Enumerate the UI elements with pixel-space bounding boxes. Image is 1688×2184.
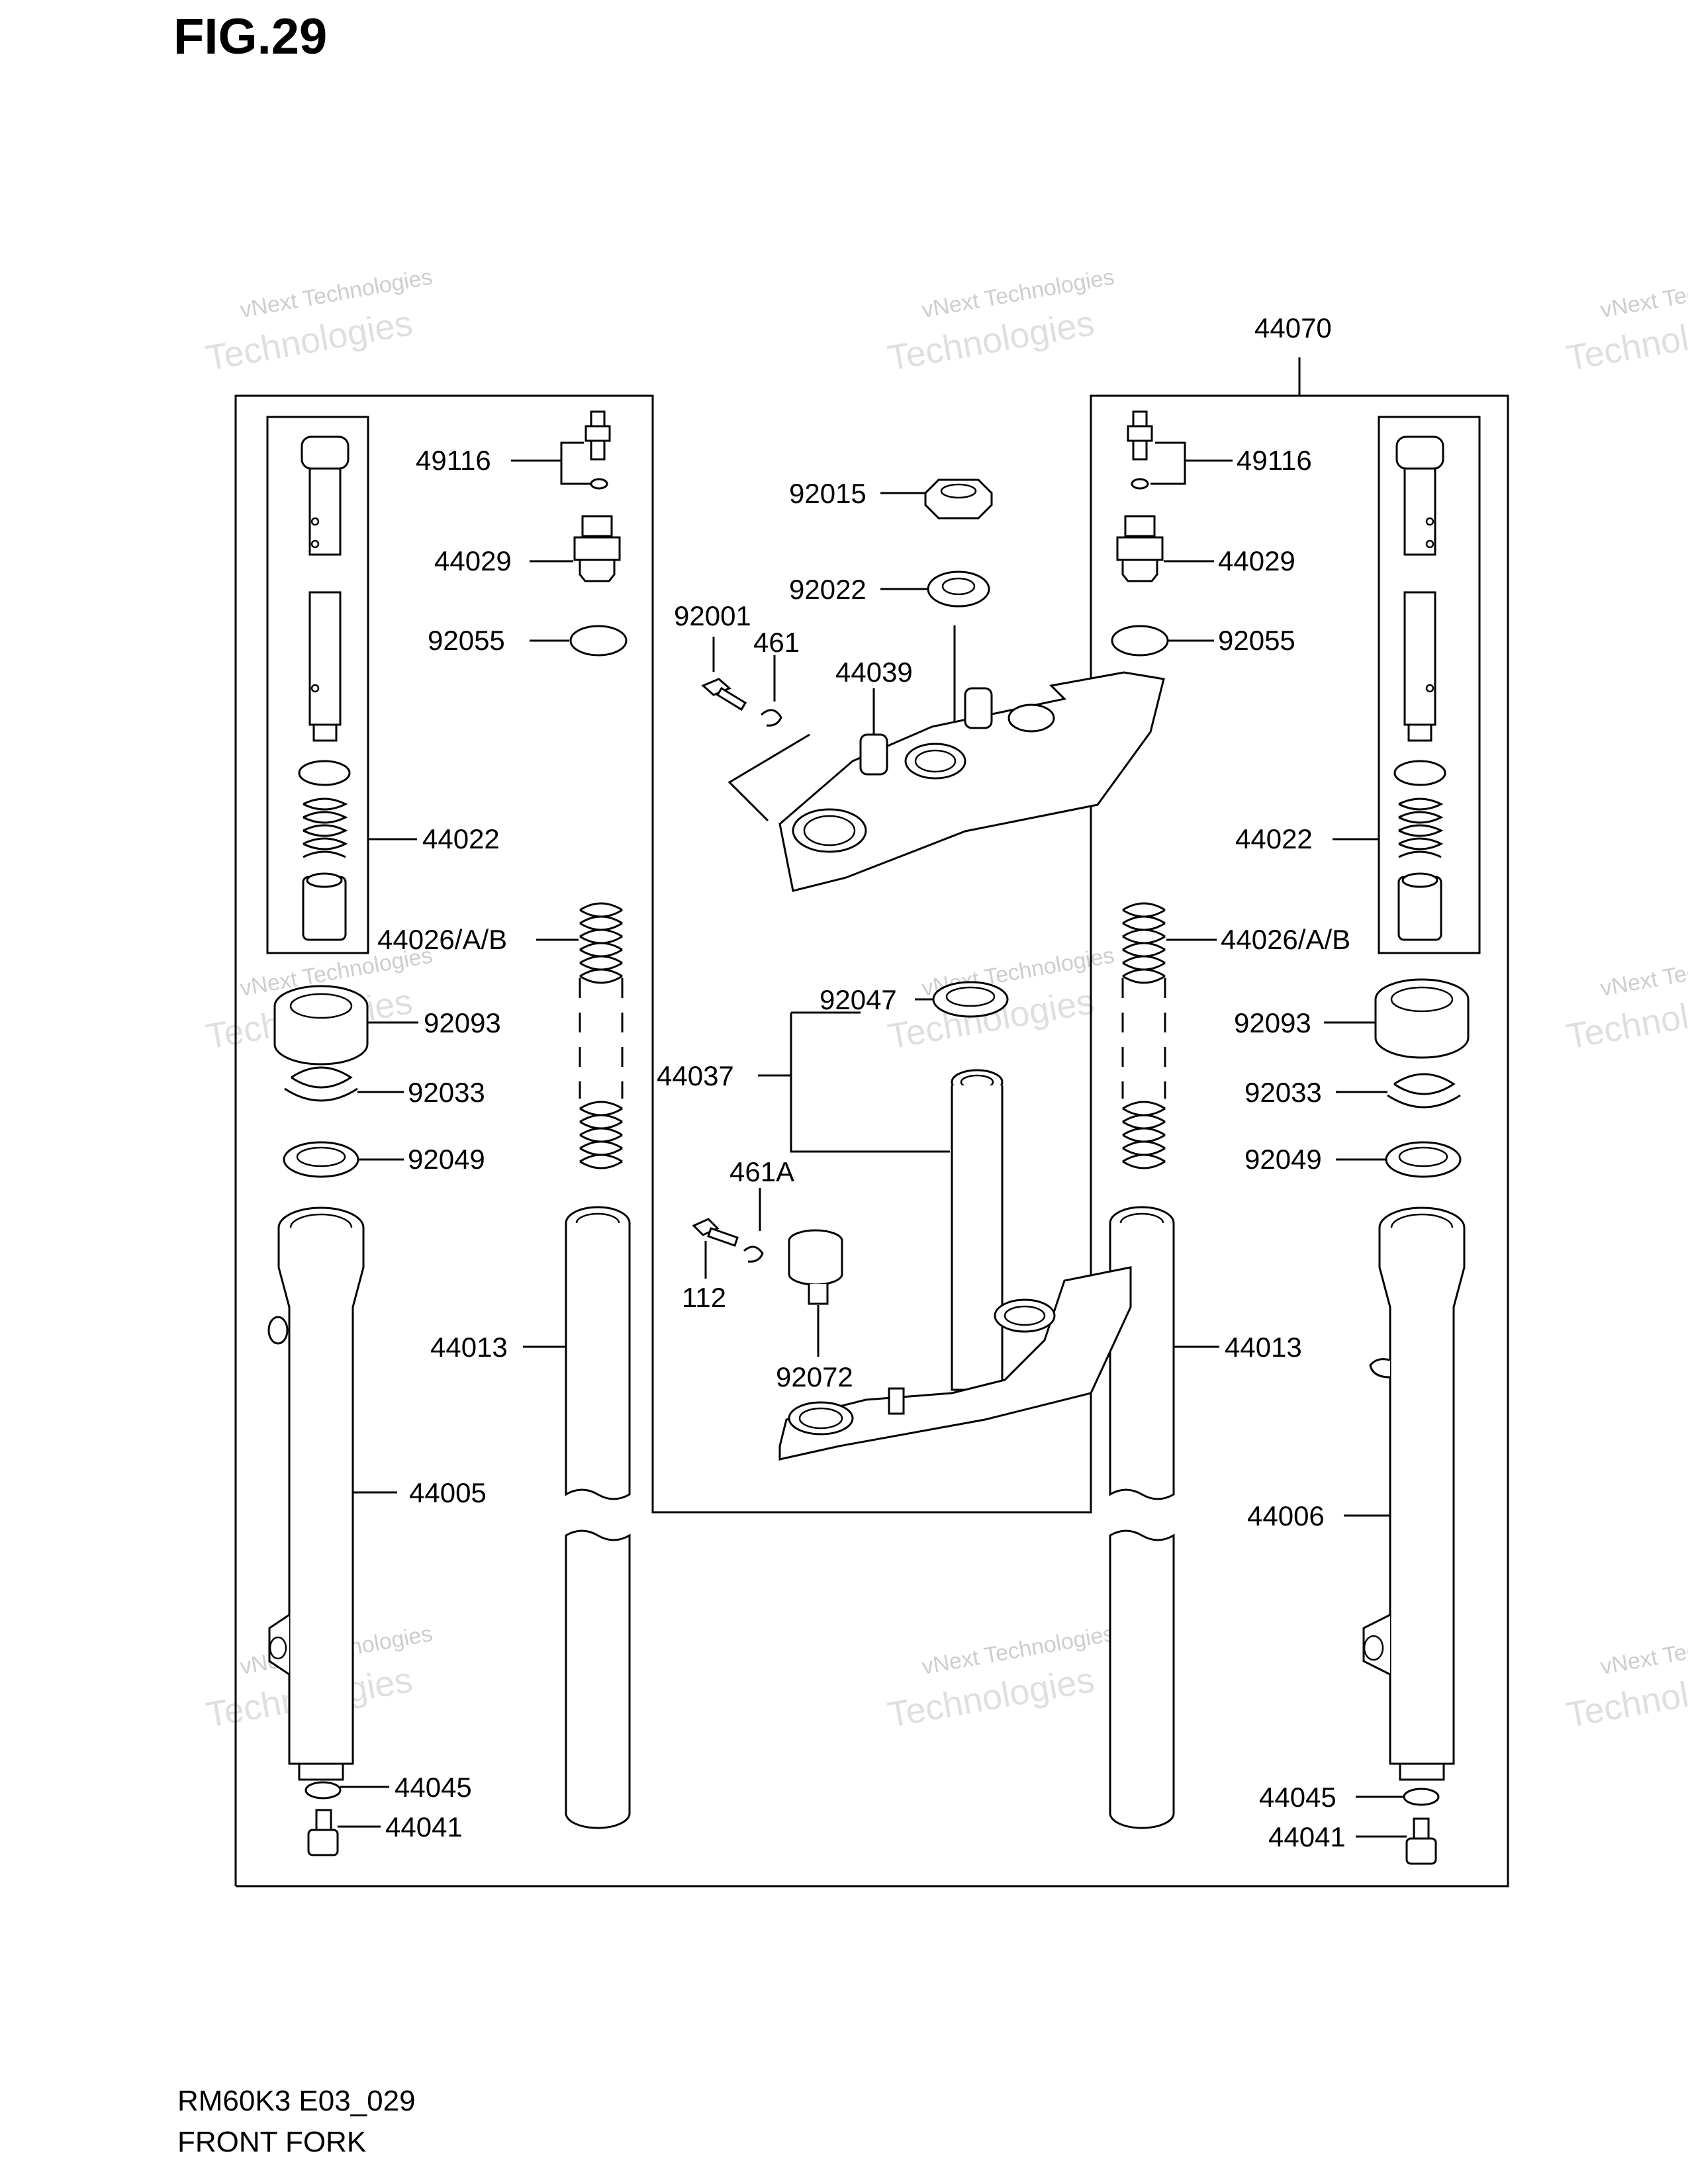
label-oring-right: 92055: [1218, 625, 1295, 656]
bottom-bolt-part-right: [1356, 1817, 1437, 1865]
valve-part-right: [1116, 515, 1214, 582]
clamp-bolt-top-part: [701, 637, 782, 727]
valve-part-left: [530, 515, 621, 582]
stem-nut-part: [880, 478, 993, 520]
cap-bolt-part-left: [511, 410, 611, 490]
bearing-part: [915, 981, 1009, 1018]
label-bolt-left: 44041: [385, 1811, 463, 1843]
label-outer-tube-right: 44006: [1247, 1500, 1325, 1531]
dust-seal-part-left: [273, 985, 418, 1066]
assembly-frame: [234, 357, 1509, 1888]
label-lockwasher-lower: 461A: [729, 1156, 794, 1187]
watermark-text: Technologies: [885, 1660, 1098, 1735]
label-oil-seal-left: 92049: [408, 1144, 485, 1175]
label-damper-left: 44022: [422, 823, 500, 854]
label-stem-washer: 92022: [789, 574, 867, 605]
figure-name: FRONT FORK: [177, 2126, 367, 2158]
figure-code: RM60K3 E03_029: [177, 2085, 416, 2117]
oring-part-left: [569, 625, 628, 657]
label-valve-right: 44029: [1218, 545, 1295, 576]
cap-bolt-part-right: [1127, 410, 1233, 490]
watermark-text: vNext Technologies: [1599, 1621, 1688, 1680]
washer-part-right: [1403, 1788, 1440, 1806]
label-stem-nut: 92015: [789, 478, 867, 509]
watermark-text: vNext Technologies: [1599, 264, 1688, 323]
label-oil-seal-right: 92049: [1244, 1144, 1322, 1175]
watermark-text: Technologies: [203, 303, 416, 379]
label-spring-left: 44026/A/B: [377, 924, 507, 955]
oring-part-right: [1111, 625, 1169, 657]
damper-rod-right: [1333, 435, 1446, 941]
label-oring-left: 92055: [428, 625, 505, 656]
damper-rod-left: [298, 435, 417, 941]
oil-seal-part-right: [1336, 1141, 1462, 1178]
label-cap-bolt-left: 49116: [416, 445, 491, 476]
washer-part-left: [305, 1781, 342, 1799]
label-cap-bolt-right: 49116: [1237, 445, 1312, 476]
retaining-ring-left: [284, 1066, 404, 1102]
outer-tube-right: [1344, 1206, 1466, 1781]
label-stem: 44037: [657, 1060, 734, 1091]
label-upper-bracket: 44039: [835, 657, 913, 688]
label-bearing: 92047: [820, 984, 897, 1015]
label-inner-tube-left: 44013: [430, 1332, 508, 1363]
label-assembly: 44070: [1254, 312, 1332, 343]
retaining-ring-right: [1336, 1073, 1461, 1109]
fork-spring-right: [1121, 902, 1217, 1169]
clamp-bolt-lower-part: [692, 1188, 764, 1279]
outer-tube-left: [267, 1206, 397, 1781]
label-clamp-bolt-top: 92001: [674, 600, 751, 631]
inner-tube-left: [523, 1206, 631, 1829]
figure-title: FIG.29: [173, 9, 328, 65]
label-damper-right: 44022: [1235, 823, 1313, 854]
oil-seal-part-left: [283, 1141, 404, 1178]
label-dust-seal-right: 92093: [1234, 1007, 1311, 1038]
label-ring-left: 92033: [408, 1077, 485, 1108]
stem-bracket-line: [790, 1013, 950, 1153]
label-outer-tube-left: 44005: [409, 1477, 487, 1508]
label-clamp-bolt-lower: 112: [682, 1282, 726, 1313]
label-lockwasher-top: 461: [753, 627, 800, 658]
label-ring-right: 92033: [1244, 1077, 1322, 1108]
label-inner-tube-right: 44013: [1225, 1332, 1302, 1363]
watermark-text: Technologies: [885, 303, 1098, 379]
watermark-text: vNext Technologies: [1599, 942, 1688, 1001]
cable-clamp-part: [788, 1229, 843, 1357]
part-labels: 44070 49116 44029 92055 44022 44026/A/B …: [377, 312, 1350, 1852]
bottom-bolt-part-left: [307, 1809, 381, 1856]
label-bolt-right: 44041: [1268, 1821, 1346, 1852]
label-washer-right: 44045: [1259, 1782, 1336, 1813]
dust-seal-part-right: [1324, 978, 1470, 1059]
steering-stem-part: [778, 1069, 1132, 1461]
label-washer-left: 44045: [395, 1772, 472, 1803]
upper-bracket-part: [727, 671, 1165, 892]
label-cable-clamp: 92072: [776, 1361, 853, 1392]
label-valve-left: 44029: [434, 545, 512, 576]
fork-spring-left: [536, 902, 624, 1169]
label-spring-right: 44026/A/B: [1221, 924, 1350, 955]
label-dust-seal-left: 92093: [424, 1007, 501, 1038]
